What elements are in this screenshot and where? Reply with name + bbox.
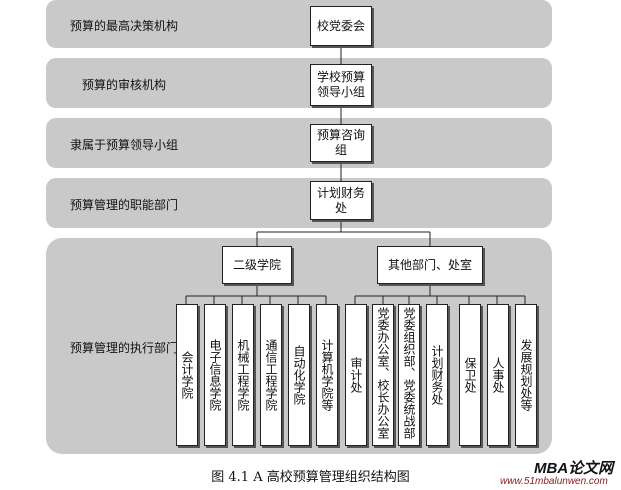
- college-electronic-info-text: 电子信息学院: [208, 339, 222, 411]
- dept-development-planning: 发展规划处等: [515, 304, 537, 446]
- level-band-1: [46, 0, 552, 48]
- college-communication-text: 通信工程学院: [264, 339, 278, 411]
- level-label-2: 预算的审核机构: [82, 78, 167, 92]
- dept-party-president-office: 党委办公室、校长办公室: [372, 304, 394, 446]
- college-mechanical: 机械工程学院: [232, 304, 254, 446]
- dept-audit-text: 审计处: [349, 357, 363, 393]
- level-band-2: [46, 58, 552, 108]
- box-budget-leading-group: 学校预算领导小组: [310, 64, 372, 106]
- level-band-4: [46, 178, 552, 228]
- dept-party-president-office-text: 党委办公室、校长办公室: [376, 307, 390, 439]
- dept-security: 保卫处: [459, 304, 481, 446]
- box-secondary-colleges: 二级学院: [222, 246, 292, 284]
- college-computer: 计算机学院等: [316, 304, 338, 446]
- box-budget-leading-group-text: 学校预算领导小组: [316, 70, 365, 99]
- dept-audit: 审计处: [345, 304, 367, 446]
- dept-party-organization-text: 党委组织部、党委统战部: [402, 307, 416, 439]
- college-computer-text: 计算机学院等: [320, 339, 334, 411]
- college-automation-text: 自动化学院: [292, 345, 306, 405]
- dept-personnel-text: 人事处: [491, 357, 505, 393]
- dept-party-organization: 党委组织部、党委统战部: [398, 304, 420, 446]
- dept-personnel: 人事处: [487, 304, 509, 446]
- level-label-4: 预算管理的职能部门: [70, 198, 179, 212]
- dept-finance-text: 计划财务处: [430, 345, 444, 405]
- college-mechanical-text: 机械工程学院: [236, 339, 250, 411]
- box-budget-consulting-group-text: 预算咨询组: [317, 128, 366, 157]
- box-finance-department: 计划财务处: [310, 181, 372, 220]
- watermark-logo: MBA论文网: [534, 460, 614, 477]
- dept-security-text: 保卫处: [463, 357, 477, 393]
- box-party-committee: 校党委会: [310, 6, 372, 46]
- figure-caption: 图 4.1 A 高校预算管理组织结构图: [211, 470, 410, 485]
- level-band-3: [46, 118, 552, 168]
- dept-development-planning-text: 发展规划处等: [519, 339, 533, 411]
- watermark-url: www.51mbalunwen.com: [500, 476, 608, 487]
- college-communication: 通信工程学院: [260, 304, 282, 446]
- level-label-1: 预算的最高决策机构: [70, 19, 179, 33]
- dept-finance: 计划财务处: [426, 304, 448, 446]
- college-accounting-text: 会计学院: [180, 351, 194, 399]
- college-electronic-info: 电子信息学院: [204, 304, 226, 446]
- college-automation: 自动化学院: [288, 304, 310, 446]
- box-finance-department-text: 计划财务处: [317, 185, 366, 215]
- college-accounting: 会计学院: [176, 304, 198, 446]
- box-other-departments: 其他部门、处室: [377, 246, 483, 284]
- box-budget-consulting-group: 预算咨询组: [310, 124, 372, 162]
- execution-label: 预算管理的执行部门: [70, 341, 179, 355]
- level-label-3: 隶属于预算领导小组: [70, 138, 179, 152]
